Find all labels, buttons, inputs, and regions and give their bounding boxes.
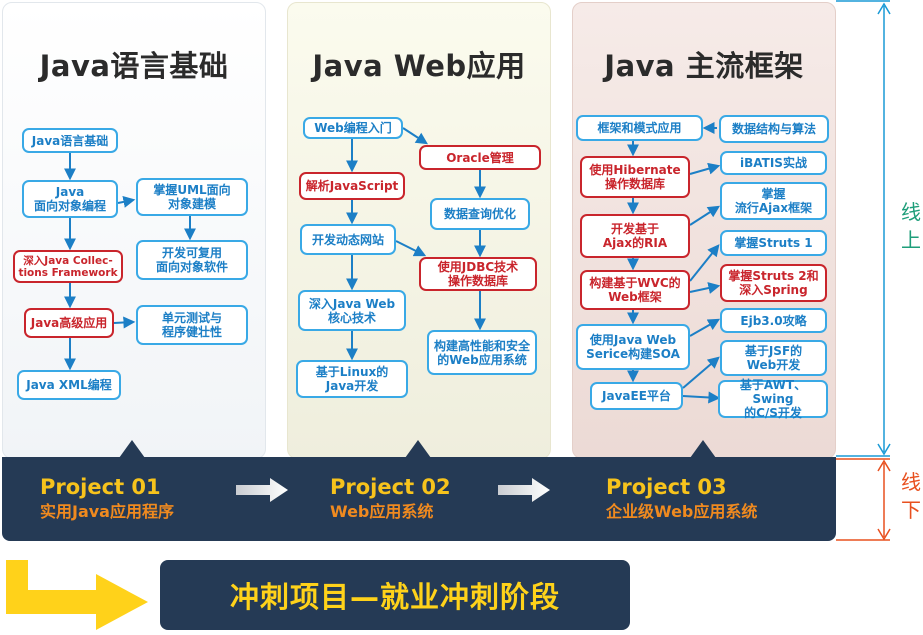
- node-javascript: 解析JavaScript: [299, 172, 405, 200]
- node-query-optimization: 数据查询优化: [430, 198, 530, 230]
- node-dynamic-website: 开发动态网站: [300, 224, 396, 255]
- project-band: [2, 457, 836, 541]
- band-notch: [119, 440, 145, 458]
- project-03: Project 03 企业级Web应用系统: [606, 474, 757, 524]
- node-data-structures: 数据结构与算法: [719, 115, 829, 143]
- project-name: Project 02: [330, 475, 451, 499]
- node-mvc-framework: 构建基于WVC的 Web框架: [580, 270, 690, 310]
- final-stage-box: 冲刺项目—就业冲刺阶段: [160, 560, 630, 630]
- node-secure-web-system: 构建高性能和安全 的Web应用系统: [427, 330, 537, 375]
- node-web-intro: Web编程入门: [303, 117, 403, 139]
- node-hibernate: 使用Hibernate 操作数据库: [580, 156, 690, 198]
- node-reusable-software: 开发可复用 面向对象软件: [136, 240, 248, 280]
- band-notch: [405, 440, 431, 458]
- node-struts2-spring: 掌握Struts 2和 深入Spring: [720, 264, 827, 302]
- project-name: Project 03: [606, 475, 727, 499]
- node-struts1: 掌握Struts 1: [720, 230, 827, 256]
- node-awt-swing: 基于AWT、Swing 的C/S开发: [718, 378, 828, 420]
- node-linux-java: 基于Linux的 Java开发: [296, 360, 408, 398]
- column-title: Java 主流框架: [604, 49, 804, 83]
- l-arrow-icon: [6, 560, 148, 630]
- node-ajax-framework: 掌握 流行Ajax框架: [720, 182, 827, 220]
- node-ajax-ria: 开发基于 Ajax的RIA: [580, 214, 690, 258]
- node-uml-modeling: 掌握UML面向 对象建模: [136, 178, 248, 216]
- node-java-advanced: Java高级应用: [24, 308, 114, 338]
- node-javaee-platform: JavaEE平台: [590, 382, 683, 410]
- offline-label: 线 下: [901, 470, 921, 522]
- node-jdbc: 使用JDBC技术 操作数据库: [419, 257, 537, 291]
- project-01: Project 01 实用Java应用程序: [40, 474, 174, 524]
- range-markers: [836, 0, 891, 541]
- node-java-web-core: 深入Java Web 核心技术: [298, 290, 406, 331]
- node-jsf-web: 基于JSF的 Web开发: [720, 340, 827, 376]
- band-notch: [690, 440, 716, 458]
- node-java-collections: 深入Java Collec- tions Framework: [13, 250, 123, 283]
- project-subtitle: 实用Java应用程序: [40, 502, 174, 521]
- node-frameworks-patterns: 框架和模式应用: [576, 115, 703, 141]
- project-subtitle: Web应用系统: [330, 502, 434, 521]
- node-oracle: Oracle管理: [419, 145, 541, 170]
- node-java-xml: Java XML编程: [17, 370, 121, 400]
- arrow-right-icon: [498, 478, 550, 502]
- column-title: Java Web应用: [312, 49, 526, 83]
- node-unit-testing: 单元测试与 程序健壮性: [136, 305, 248, 345]
- project-subtitle: 企业级Web应用系统: [606, 502, 758, 521]
- node-ejb3: Ejb3.0攻略: [720, 308, 827, 333]
- node-web-service-soa: 使用Java Web Serice构建SOA: [576, 324, 690, 370]
- node-java-basics: Java语言基础: [22, 128, 118, 153]
- node-ibatis: iBATIS实战: [720, 151, 827, 175]
- project-02: Project 02 Web应用系统: [330, 474, 451, 524]
- final-stage-label: 冲刺项目—就业冲刺阶段: [229, 580, 560, 614]
- online-label: 线 上: [901, 200, 921, 252]
- project-name: Project 01: [40, 475, 161, 499]
- column-title: Java语言基础: [39, 49, 229, 83]
- arrow-right-icon: [236, 478, 288, 502]
- node-java-oop: Java 面向对象编程: [22, 180, 118, 218]
